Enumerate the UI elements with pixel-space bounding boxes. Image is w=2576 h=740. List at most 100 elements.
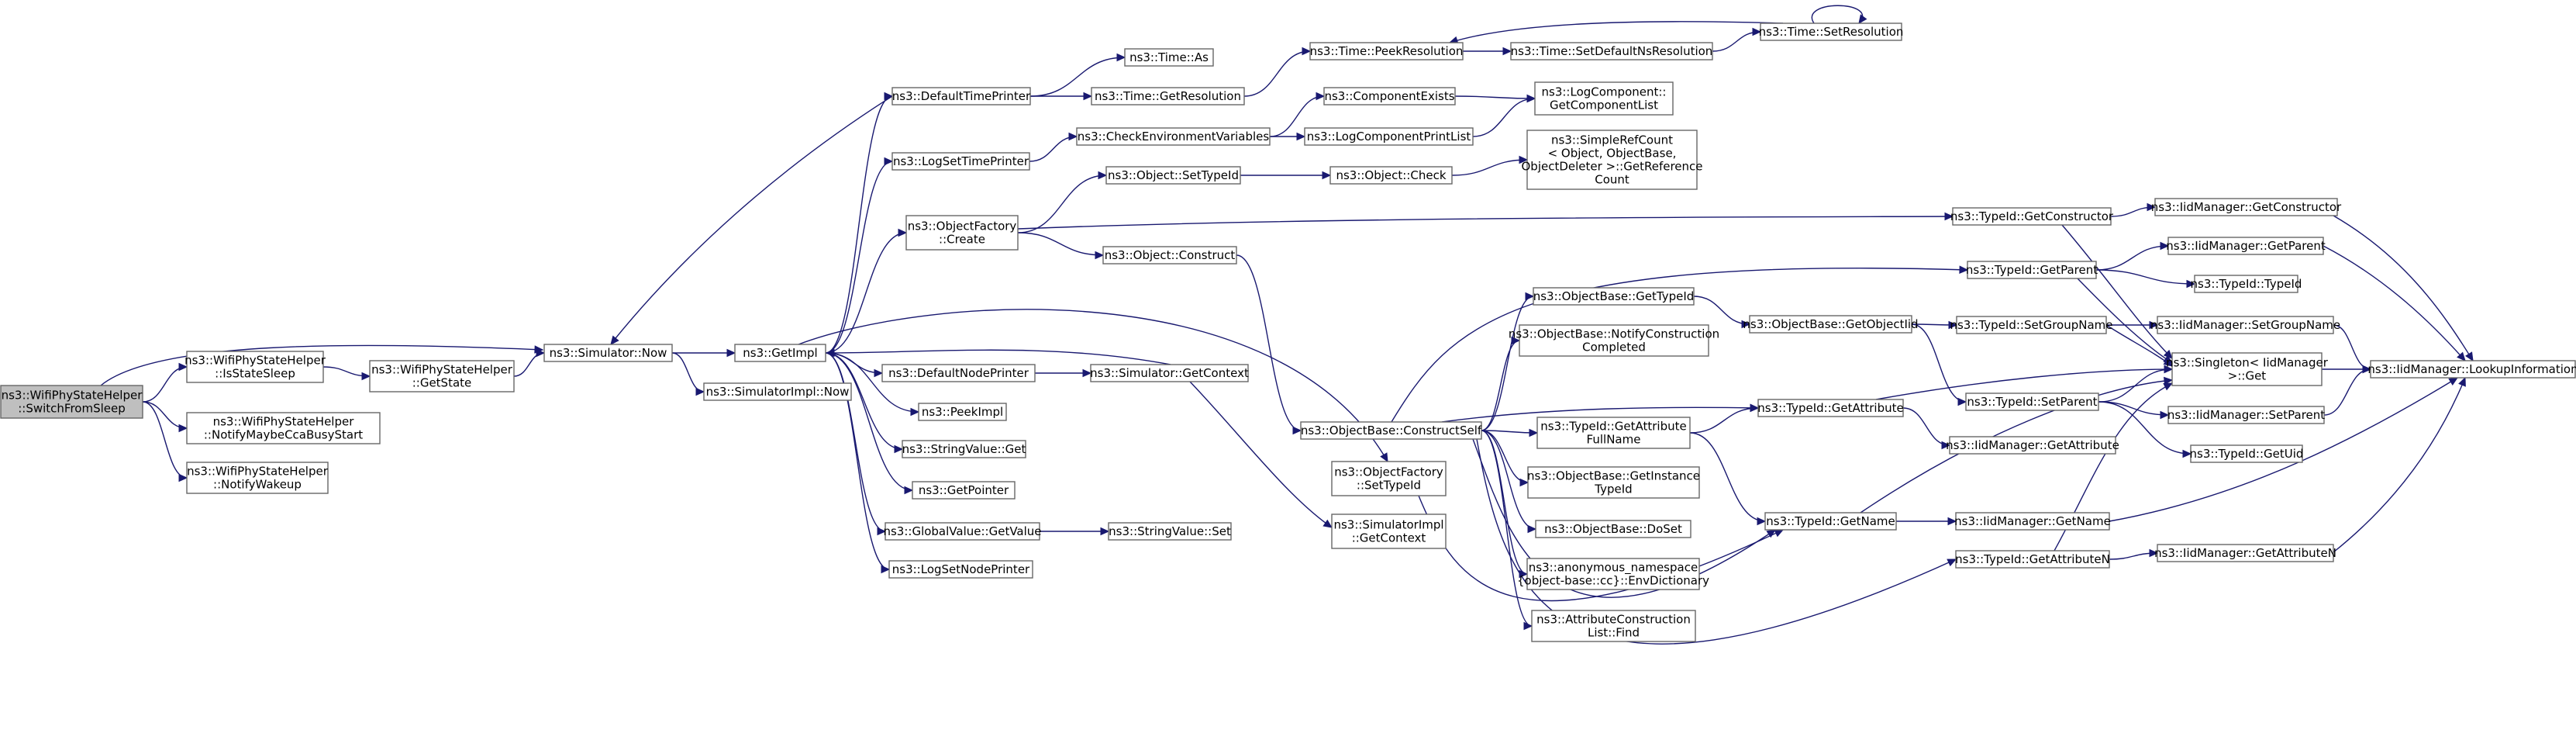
node-objconstruct[interactable]: ns3::Object::Construct: [1102, 246, 1237, 265]
node-tidtid[interactable]: ns3::TypeId::TypeId: [2191, 275, 2302, 293]
node-singleton[interactable]: ns3::Singleton< IidManager>::Get: [2166, 352, 2329, 386]
edge-tidgetattrfull-to-tidgetattr: [1689, 407, 1759, 434]
node-logsetnode[interactable]: ns3::LogSetNodePrinter: [888, 560, 1033, 579]
edge-arrowhead: [1526, 94, 1536, 103]
node-label: ns3::ComponentExists: [1324, 89, 1454, 103]
node-tidgetname[interactable]: ns3::TypeId::GetName: [1764, 512, 1897, 531]
edge-arrowhead: [1100, 527, 1110, 536]
node-defnodeprinter[interactable]: ns3::DefaultNodePrinter: [881, 364, 1036, 382]
node-iidsetgroup[interactable]: ns3::IidManager::SetGroupName: [2150, 316, 2340, 334]
node-label: ::GetContext: [1352, 531, 1426, 545]
edge-tidgetparent-to-iidgetparent: [2095, 245, 2169, 271]
node-label: ns3::DefaultTimePrinter: [892, 89, 1031, 103]
node-notifycca[interactable]: ns3::WifiPhyStateHelper::NotifyMaybeCcaB…: [186, 412, 381, 444]
node-tidgetattrn[interactable]: ns3::TypeId::GetAttributeN: [1955, 550, 2110, 569]
node-label: ns3::TypeId::GetParent: [1966, 263, 2098, 277]
node-envdict[interactable]: ns3::anonymous_namespace{object-base::cc…: [1517, 558, 1709, 590]
edge-obgettid-to-obgetoid: [1693, 296, 1750, 325]
node-peekres[interactable]: ns3::Time::PeekResolution: [1309, 42, 1464, 61]
node-objcheck[interactable]: ns3::Object::Check: [1329, 166, 1453, 185]
node-getimpl[interactable]: ns3::GetImpl: [734, 344, 826, 362]
edge-switch-to-now: [100, 344, 543, 386]
node-label: ns3::WifiPhyStateHelper: [184, 354, 326, 368]
node-objsettid[interactable]: ns3::Object::SetTypeId: [1105, 166, 1241, 185]
node-box: [1309, 42, 1464, 61]
node-iidgetattrn[interactable]: ns3::IidManager::GetAttributeN: [2154, 544, 2336, 562]
node-iidgetparent[interactable]: ns3::IidManager::GetParent: [2166, 237, 2326, 255]
node-logcompget[interactable]: ns3::LogComponent::GetComponentList: [1534, 81, 1674, 116]
node-logsettime[interactable]: ns3::LogSetTimePrinter: [891, 152, 1030, 171]
node-obdoset[interactable]: ns3::ObjectBase::DoSet: [1535, 520, 1691, 538]
edge-now-to-simimplnow: [671, 352, 705, 392]
node-logcompprint[interactable]: ns3::LogComponentPrintList: [1304, 127, 1474, 146]
node-iidgetattr[interactable]: ns3::IidManager::GetAttribute: [1946, 436, 2119, 455]
edge-switch-to-issleep: [142, 366, 188, 403]
node-iidlookup[interactable]: ns3::IidManager::LookupInformation: [2367, 360, 2576, 379]
node-tidgetattr[interactable]: ns3::TypeId::GetAttribute: [1757, 399, 1904, 417]
node-box: [1091, 87, 1245, 105]
edge-simgetctx-to-simimplctx: [1189, 381, 1333, 528]
node-iidgetname[interactable]: ns3::IidManager::GetName: [1954, 512, 2111, 531]
node-issleep[interactable]: ns3::WifiPhyStateHelper::IsStateSleep: [184, 351, 326, 383]
node-simgetctx[interactable]: ns3::Simulator::GetContext: [1090, 364, 1249, 382]
node-tidsetparent[interactable]: ns3::TypeId::SetParent: [1965, 392, 2099, 411]
node-now[interactable]: ns3::Simulator::Now: [543, 344, 673, 362]
node-compexists[interactable]: ns3::ComponentExists: [1323, 87, 1456, 105]
node-box: [888, 560, 1033, 579]
node-stringget[interactable]: ns3::StringValue::Get: [902, 440, 1026, 458]
edge-tidgetctor-to-singleton: [2061, 224, 2173, 359]
node-settimeres[interactable]: ns3::Time::SetResolution: [1759, 22, 1904, 41]
node-iidgetctor[interactable]: ns3::IidManager::GetConstructor: [2151, 198, 2342, 216]
node-tidgetuid[interactable]: ns3::TypeId::GetUid: [2190, 444, 2304, 463]
edge-arrowhead: [910, 407, 920, 417]
node-label: ::SwitchFromSleep: [18, 402, 126, 416]
node-tidsetgroup[interactable]: ns3::TypeId::SetGroupName: [1950, 316, 2113, 334]
node-peekimpl[interactable]: ns3::PeekImpl: [918, 403, 1007, 421]
node-box: [1105, 166, 1241, 185]
node-simimplnow[interactable]: ns3::SimulatorImpl::Now: [703, 382, 852, 401]
node-box: [1749, 315, 1912, 334]
edge-arrowhead: [536, 348, 546, 358]
node-iidsetparent[interactable]: ns3::IidManager::SetParent: [2167, 406, 2325, 424]
node-globalget[interactable]: ns3::GlobalValue::GetValue: [883, 522, 1042, 541]
node-label: {object-base::cc}::EnvDictionary: [1517, 574, 1709, 588]
node-timegetres[interactable]: ns3::Time::GetResolution: [1091, 87, 1245, 105]
node-setdefres[interactable]: ns3::Time::SetDefaultNsResolution: [1510, 42, 1713, 61]
node-objfactset[interactable]: ns3::ObjectFactory::SetTypeId: [1331, 461, 1447, 496]
edge-arrowhead: [884, 157, 894, 166]
node-deftimeprinter[interactable]: ns3::DefaultTimePrinter: [891, 87, 1031, 105]
node-obgettid[interactable]: ns3::ObjectBase::GetTypeId: [1533, 287, 1695, 306]
edge-arrowhead: [1944, 212, 1954, 221]
edge-arrowhead: [2457, 351, 2466, 361]
node-label: ns3::IidManager::SetGroupName: [2150, 318, 2340, 332]
node-box: [369, 360, 515, 392]
node-constructself[interactable]: ns3::ObjectBase::ConstructSelf: [1300, 421, 1482, 440]
node-tidgetctor[interactable]: ns3::TypeId::GetConstructor: [1950, 207, 2114, 226]
node-checkenv[interactable]: ns3::CheckEnvironmentVariables: [1076, 127, 1271, 146]
node-getstate[interactable]: ns3::WifiPhyStateHelper::GetState: [369, 360, 515, 392]
edge-constructself-to-obnotify: [1481, 340, 1520, 431]
node-simplerefcount[interactable]: ns3::SimpleRefCount< Object, ObjectBase,…: [1521, 130, 1703, 190]
node-stringset[interactable]: ns3::StringValue::Set: [1108, 522, 1232, 541]
node-simimplctx[interactable]: ns3::SimulatorImpl::GetContext: [1331, 514, 1447, 549]
edge-arrowhead: [2164, 376, 2174, 386]
node-box: [1108, 522, 1232, 541]
edge-arrowhead: [2147, 202, 2157, 212]
node-obgetoid[interactable]: ns3::ObjectBase::GetObjectIid: [1743, 315, 1919, 334]
edge-tidgetparent-to-tidtid: [2095, 269, 2195, 285]
node-notifywake[interactable]: ns3::WifiPhyStateHelper::NotifyWakeup: [186, 462, 329, 494]
node-box: [2171, 352, 2323, 386]
node-obnotify[interactable]: ns3::ObjectBase::NotifyConstructionCompl…: [1509, 324, 1719, 357]
node-box: [2167, 406, 2325, 424]
node-getpointer[interactable]: ns3::GetPointer: [912, 481, 1016, 500]
node-tidgetparent[interactable]: ns3::TypeId::GetParent: [1966, 261, 2098, 279]
node-label: ns3::Simulator::Now: [550, 346, 667, 360]
node-switch[interactable]: ns3::WifiPhyStateHelper::SwitchFromSleep: [0, 385, 143, 419]
node-box: [1965, 392, 2099, 411]
edge-arrowhead: [1116, 53, 1126, 62]
node-timeas[interactable]: ns3::Time::As: [1124, 48, 1214, 67]
node-objfactcreate[interactable]: ns3::ObjectFactory::Create: [905, 215, 1019, 251]
